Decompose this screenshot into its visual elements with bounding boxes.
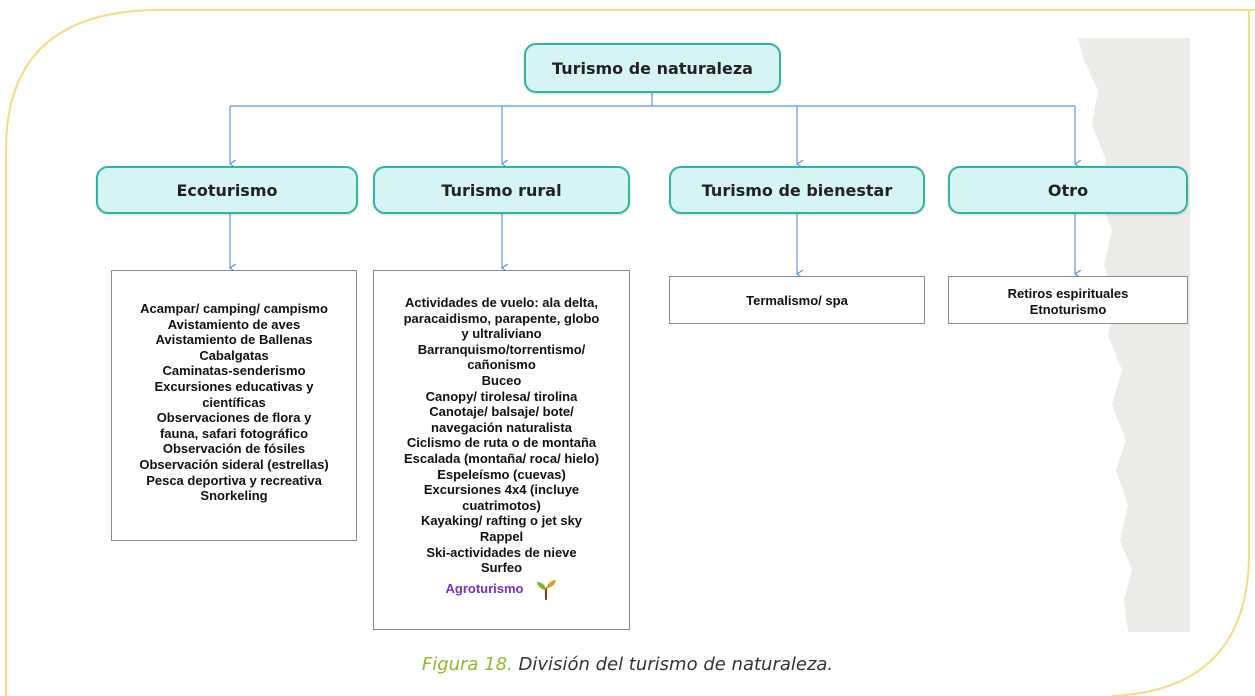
activity-item: Avistamiento de aves <box>167 316 301 332</box>
activity-item: Rappel <box>479 528 524 544</box>
category-node-ecoturismo: Ecoturismo <box>96 166 358 214</box>
activity-item: Observación de fósiles <box>162 441 306 457</box>
root-node-label: Turismo de naturaleza <box>552 58 753 78</box>
activity-item: Barranquismo/torrentismo/ <box>417 341 586 357</box>
activity-item: navegación naturalista <box>431 419 572 435</box>
activity-item: Kayaking/ rafting o jet sky <box>420 513 583 529</box>
activity-item: Acampar/ camping/ campismo <box>140 301 328 316</box>
category-node-turismo-bienestar: Turismo de bienestar <box>669 166 925 214</box>
figure-caption: Figura 18. División del turismo de natur… <box>0 654 1255 675</box>
activity-item: fauna, safari fotográfico <box>159 425 309 441</box>
activity-item: cuatrimotos) <box>462 497 541 513</box>
activity-item: Ciclismo de ruta o de montaña <box>406 435 597 451</box>
activity-item: Pesca deportiva y recreativa <box>146 472 322 488</box>
activity-item: Excursiones 4x4 (incluye <box>423 482 580 498</box>
activity-item: Caminatas-senderismo <box>162 363 306 379</box>
activity-item: Canotaje/ balsaje/ bote/ <box>429 404 574 420</box>
activity-item: Observaciones de flora y <box>156 410 312 426</box>
category-label: Otro <box>1047 180 1089 200</box>
sprout-icon <box>536 579 556 600</box>
figure-caption-text: División del turismo de naturaleza. <box>518 654 834 675</box>
activity-item: Termalismo/ spa <box>746 293 848 308</box>
activity-item: cañonismo <box>467 357 536 373</box>
activity-item: Avistamiento de Ballenas <box>155 332 313 348</box>
agroturismo-row: Agroturismo <box>446 577 558 601</box>
activity-item: y ultraliviano <box>461 326 542 342</box>
category-node-otro: Otro <box>948 166 1188 214</box>
activity-item: científicas <box>202 394 266 410</box>
activity-list-otro: Retiros espirituales Etnoturismo <box>948 276 1188 324</box>
root-node-turismo-naturaleza: Turismo de naturaleza <box>524 43 781 93</box>
activity-item: Actividades de vuelo: ala delta, <box>405 295 598 310</box>
activity-list-turismo-bienestar: Termalismo/ spa <box>669 276 925 324</box>
activity-item: Buceo <box>481 372 522 388</box>
activity-item: Retiros espirituales <box>1007 286 1129 301</box>
activity-item: Espeleísmo (cuevas) <box>437 466 566 482</box>
category-label: Ecoturismo <box>176 180 278 200</box>
activity-item: Ski-actividades de nieve <box>426 544 577 560</box>
category-node-turismo-rural: Turismo rural <box>373 166 630 214</box>
category-label: Turismo de bienestar <box>701 180 893 200</box>
activity-item: Snorkeling <box>200 488 268 504</box>
activity-item: Etnoturismo <box>1029 301 1107 317</box>
agroturismo-highlight: Agroturismo <box>445 580 524 596</box>
activity-item: Observación sideral (estrellas) <box>139 456 329 472</box>
activity-item: Excursiones educativas y <box>154 378 314 394</box>
figure-number: Figura 18. <box>421 654 513 675</box>
category-label: Turismo rural <box>441 180 562 200</box>
activity-item: Cabalgatas <box>199 347 269 363</box>
activity-item: paracaidismo, parapente, globo <box>403 310 600 326</box>
activity-list-ecoturismo: Acampar/ camping/ campismo Avistamiento … <box>111 270 357 541</box>
activity-item: Canopy/ tirolesa/ tirolina <box>425 388 578 404</box>
activity-item: Escalada (montaña/ roca/ hielo) <box>403 450 600 466</box>
activity-item: Surfeo <box>480 560 523 576</box>
activity-list-turismo-rural: Actividades de vuelo: ala delta, paracai… <box>373 270 630 630</box>
